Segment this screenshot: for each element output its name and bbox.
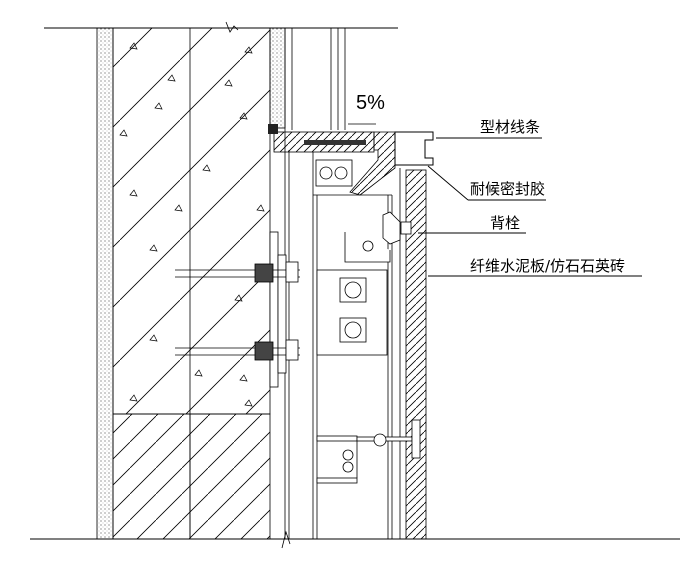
callout-weather-sealant: 耐候密封胶 — [470, 180, 546, 198]
profile-trim — [394, 131, 434, 166]
callout-back-bolt: 背栓 — [490, 214, 521, 232]
callout-profile-trim: 型材线条 — [480, 118, 541, 136]
anchor-assembly — [175, 231, 388, 388]
break-mark-bottom — [281, 530, 291, 549]
plaster-layer-right — [269, 27, 286, 129]
window-sill — [268, 124, 396, 196]
callout-cladding-panel: 纤维水泥板/仿石石英砖 — [470, 257, 626, 275]
concrete-wall — [112, 27, 271, 539]
cladding-panel — [405, 169, 427, 540]
lower-bracket — [316, 419, 421, 484]
masonry-wall — [112, 413, 271, 540]
callout-leaders — [418, 137, 642, 277]
back-bolt-bracket — [344, 211, 412, 263]
slope-label: 5% — [356, 92, 385, 114]
plaster-layer-left — [96, 27, 114, 540]
upper-bracket — [315, 159, 353, 187]
